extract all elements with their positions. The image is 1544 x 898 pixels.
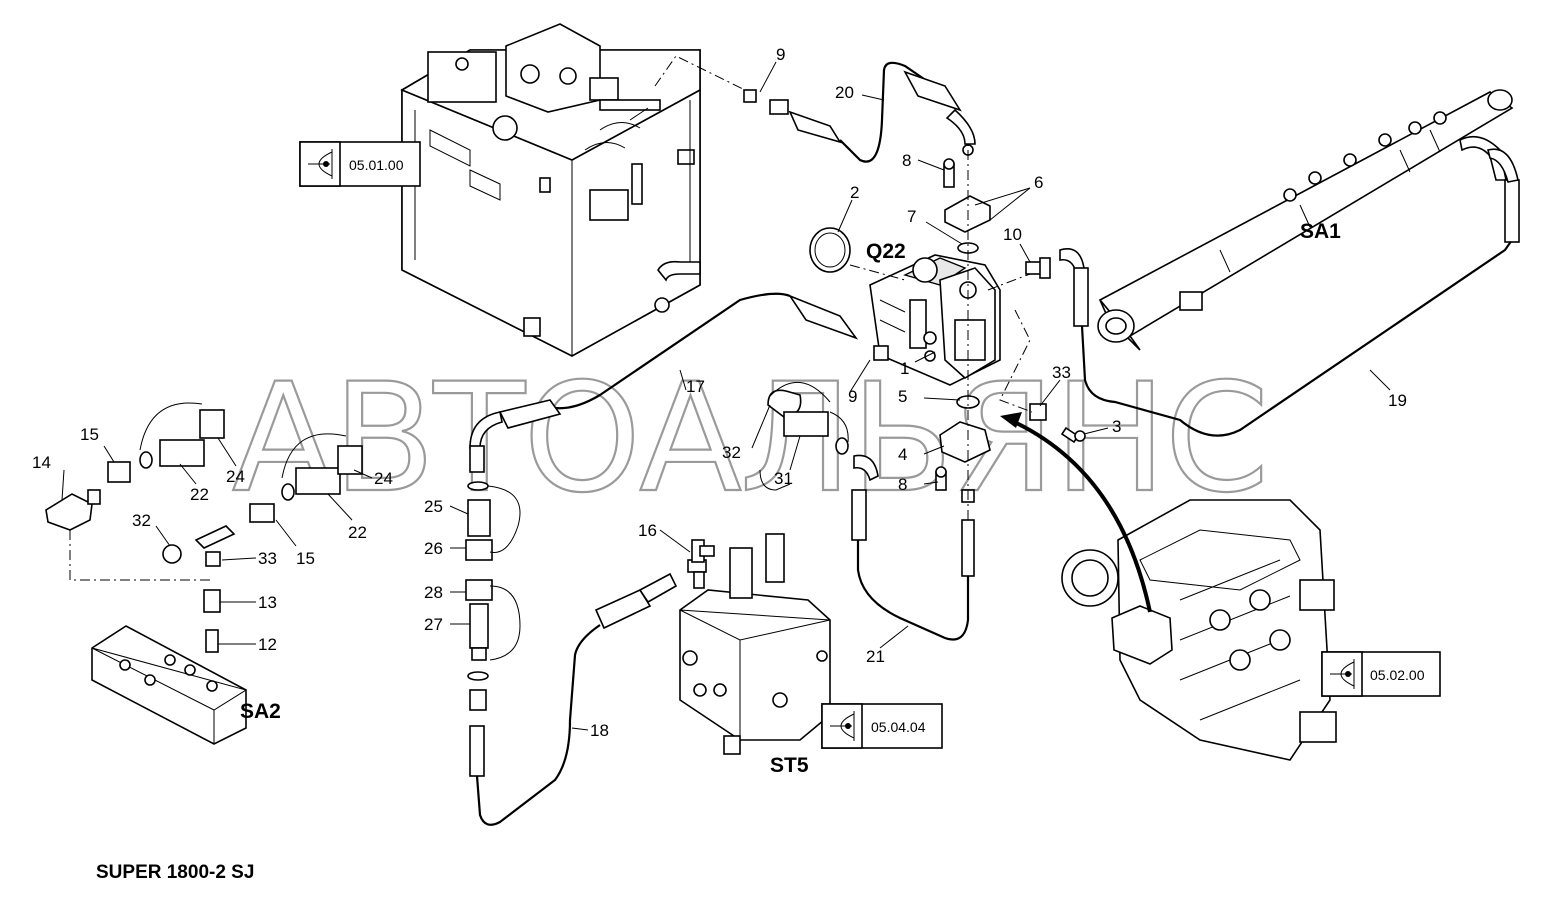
sa1-manifold [1097, 89, 1514, 351]
part-number-13: 13 [258, 593, 277, 612]
part-number-6: 6 [1034, 173, 1043, 192]
tee-fitting-16 [687, 539, 715, 589]
part-number-10: 10 [1003, 225, 1022, 244]
part-number-11: 9 [776, 45, 785, 64]
part-number-27: 27 [424, 615, 443, 634]
engine-assembly [1061, 499, 1337, 761]
part-number-14: 14 [32, 453, 51, 472]
part-number-15b: 15 [296, 549, 315, 568]
hose-21 [851, 454, 970, 641]
fitting-10 [1025, 257, 1051, 279]
hydraulic-tank [400, 23, 701, 357]
part-number-9: 9 [848, 387, 857, 406]
part-number-17: 17 [686, 377, 705, 396]
model-caption: SUPER 1800-2 SJ [96, 862, 254, 883]
part-number-22: 22 [190, 485, 209, 504]
part-number-24b: 24 [374, 469, 393, 488]
part-number-18: 18 [590, 721, 609, 740]
part-number-7: 7 [907, 207, 916, 226]
part-number-labels: 9 20 8 6 7 2 10 9 1 5 4 8 33 3 17 32 31 … [32, 45, 1407, 740]
reference-box-05-01-00[interactable]: 05.01.00 [299, 141, 421, 187]
coupling-29-30 [759, 381, 849, 491]
hose-18 [475, 572, 678, 826]
assembly-label-st5: ST5 [770, 754, 809, 777]
part-number-33: 33 [1052, 363, 1071, 382]
part-number-28: 28 [424, 583, 443, 602]
reference-box-label: 05.02.00 [1370, 667, 1425, 683]
part-number-5: 5 [898, 387, 907, 406]
part-number-24: 24 [226, 467, 245, 486]
part-number-15: 15 [80, 425, 99, 444]
eye-icon [1330, 659, 1355, 689]
eye-icon [830, 711, 855, 741]
part-number-20: 20 [835, 83, 854, 102]
assembly-label-sa2: SA2 [240, 700, 281, 723]
st5-valve-block [679, 533, 831, 755]
part-number-30: 32 [722, 443, 741, 462]
part-number-31: 32 [132, 511, 151, 530]
part-number-19: 19 [1388, 391, 1407, 410]
part-number-21: 21 [866, 647, 885, 666]
hose-20 [743, 61, 976, 163]
part-number-8: 8 [902, 151, 911, 170]
assembly-label-sa1: SA1 [1300, 220, 1341, 243]
reference-box-05-02-00[interactable]: 05.02.00 [1321, 651, 1441, 697]
part-number-25: 25 [424, 497, 443, 516]
fitting-33-bolt-3 [1029, 403, 1086, 444]
eye-icon [308, 149, 333, 179]
watermark-text: АВТОАЛЬЯНС [232, 352, 1267, 526]
quick-coupling-25-28 [465, 481, 521, 777]
part-number-26: 26 [424, 539, 443, 558]
reference-box-label: 05.01.00 [349, 157, 404, 173]
part-number-1: 1 [900, 359, 909, 378]
left-fittings [45, 402, 363, 653]
o-ring-2 [809, 227, 851, 273]
part-number-29: 31 [774, 469, 793, 488]
hose-17 [469, 292, 889, 473]
part-number-2: 2 [850, 183, 859, 202]
assembly-label-q22: Q22 [866, 240, 906, 263]
hose-19 [1059, 148, 1520, 437]
part-number-8b: 8 [898, 475, 907, 494]
reference-box-05-04-04[interactable]: 05.04.04 [821, 703, 943, 749]
leader-lines [61, 61, 1391, 731]
part-number-32: 33 [258, 549, 277, 568]
reference-box-label: 05.04.04 [871, 719, 926, 735]
part-number-12: 12 [258, 635, 277, 654]
part-number-3: 3 [1112, 417, 1121, 436]
part-number-4: 4 [898, 445, 907, 464]
sa2-block [91, 625, 248, 745]
part-number-16: 16 [638, 521, 657, 540]
part-number-22b: 22 [348, 523, 367, 542]
